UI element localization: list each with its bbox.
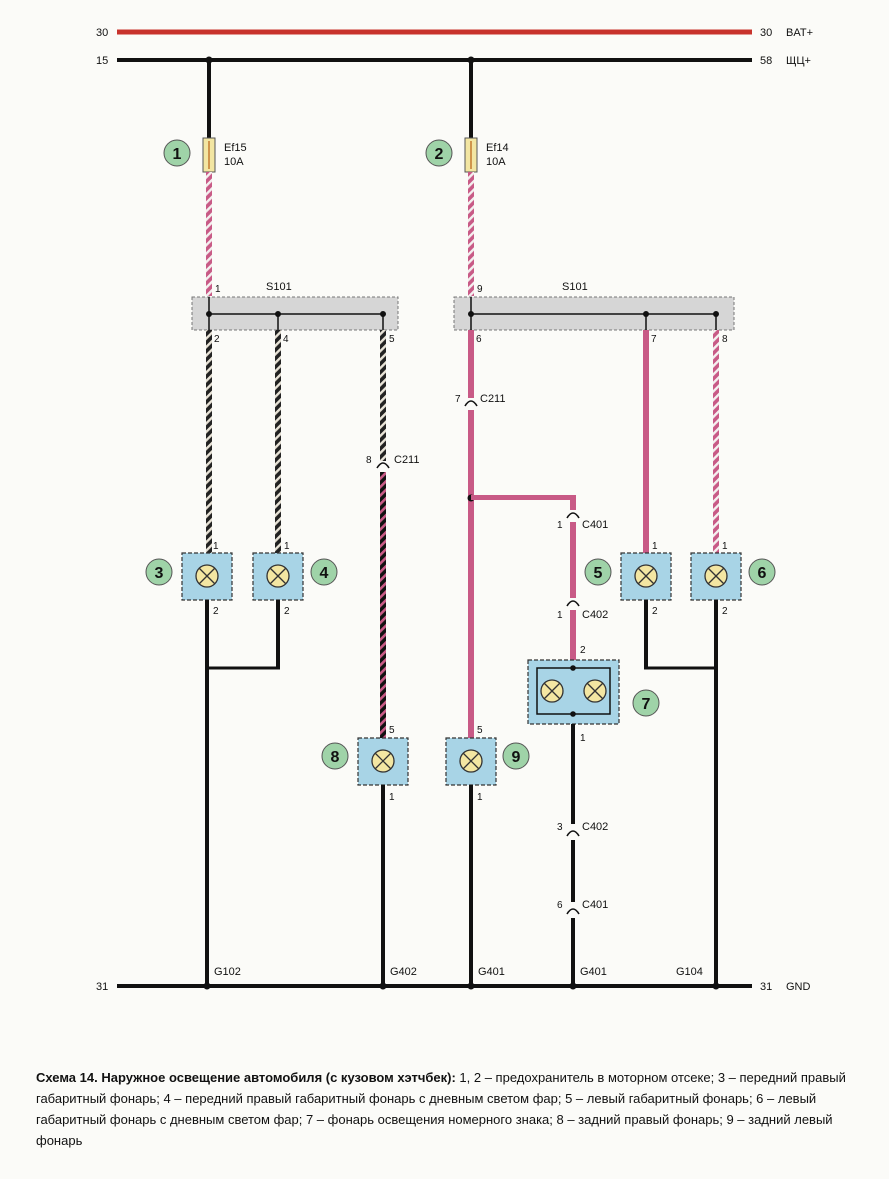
- svg-text:2: 2: [214, 334, 220, 345]
- lamp-6: 1 2 6: [690, 541, 776, 617]
- ground-labels: G102 G402 G401 G401 G104: [214, 966, 703, 978]
- svg-text:1: 1: [580, 733, 586, 744]
- svg-text:3: 3: [557, 822, 563, 833]
- gnd-rail-left-label: 31: [96, 981, 108, 993]
- svg-text:9: 9: [477, 284, 483, 295]
- svg-text:6: 6: [758, 565, 767, 582]
- ignition-rail: 15 58 ЩЦ+: [96, 55, 811, 67]
- svg-text:1: 1: [389, 792, 395, 803]
- svg-text:2: 2: [435, 146, 444, 163]
- svg-text:5: 5: [477, 725, 483, 736]
- svg-text:1: 1: [213, 541, 219, 552]
- caption-text: 1, 2 – предохранитель в моторном отсеке;…: [36, 1070, 846, 1148]
- c401-top-label: C401: [582, 519, 608, 531]
- callout-4: 4: [310, 558, 338, 586]
- svg-text:6: 6: [557, 900, 563, 911]
- svg-text:1: 1: [477, 792, 483, 803]
- ground-g104: G104: [676, 966, 703, 978]
- splice-right-name: S101: [562, 281, 588, 293]
- wires-right: 7 C211 1 C401 1 C402: [455, 330, 719, 738]
- fuse-ef15-name: Ef15: [224, 142, 247, 154]
- svg-text:9: 9: [512, 749, 521, 766]
- ign-rail-right-label: 58: [760, 55, 772, 67]
- fuse-ef15-rating: 10A: [224, 156, 244, 168]
- svg-text:1: 1: [557, 520, 563, 531]
- svg-text:4: 4: [283, 334, 289, 345]
- svg-text:2: 2: [652, 606, 658, 617]
- wires-left: 8 C211: [206, 330, 419, 738]
- svg-text:5: 5: [389, 725, 395, 736]
- svg-text:2: 2: [580, 645, 586, 656]
- svg-text:1: 1: [722, 541, 728, 552]
- c211-left-label: C211: [394, 454, 419, 466]
- callout-8: 8: [321, 742, 349, 770]
- svg-text:3: 3: [155, 565, 164, 582]
- callout-2: 2: [425, 139, 453, 167]
- ground-g401-b: G401: [580, 966, 607, 978]
- lamp-7: 2 1 7: [527, 645, 660, 744]
- gnd-rail-name: GND: [786, 981, 811, 993]
- callout-6: 6: [748, 558, 776, 586]
- fuse-ef14-rating: 10A: [486, 156, 506, 168]
- bat-rail: 30 30 BAT+: [96, 27, 813, 39]
- svg-text:1: 1: [173, 146, 182, 163]
- svg-text:4: 4: [320, 565, 329, 582]
- fuse-ef14-name: Ef14: [486, 142, 509, 154]
- svg-text:2: 2: [213, 606, 219, 617]
- svg-text:8: 8: [366, 455, 372, 466]
- wiring-diagram: 30 30 BAT+ 15 58 ЩЦ+ 31 31 GND Ef15 10A …: [96, 27, 813, 993]
- ign-rail-name: ЩЦ+: [786, 55, 811, 67]
- svg-text:5: 5: [389, 334, 395, 345]
- lamp-9: 5 1 9: [445, 725, 530, 803]
- left-fuse-branch: Ef15 10A 1: [163, 56, 247, 296]
- svg-text:5: 5: [594, 565, 603, 582]
- right-fuse-branch: Ef14 10A 2: [425, 56, 509, 296]
- svg-text:1: 1: [215, 284, 221, 295]
- gnd-rail-right-label: 31: [760, 981, 772, 993]
- callout-3: 3: [145, 558, 173, 586]
- svg-text:6: 6: [476, 334, 482, 345]
- callout-9: 9: [502, 742, 530, 770]
- lamp-3: 1 2 3: [145, 541, 233, 617]
- svg-text:1: 1: [284, 541, 290, 552]
- c211-right-label: C211: [480, 393, 505, 405]
- svg-text:8: 8: [722, 334, 728, 345]
- svg-text:7: 7: [651, 334, 657, 345]
- svg-text:1: 1: [557, 610, 563, 621]
- svg-text:2: 2: [722, 606, 728, 617]
- bat-rail-name: BAT+: [786, 27, 813, 39]
- ground-rail: 31 31 GND: [96, 981, 811, 993]
- diagram-caption: Схема 14. Наружное освещение автомобиля …: [36, 1067, 872, 1151]
- splice-left-name: S101: [266, 281, 292, 293]
- svg-text:8: 8: [331, 749, 340, 766]
- lamp-5: 1 2 5: [584, 541, 672, 617]
- c402-top-label: C402: [582, 609, 608, 621]
- ign-rail-left-label: 15: [96, 55, 108, 67]
- svg-text:1: 1: [652, 541, 658, 552]
- lamp-8: 5 1 8: [321, 725, 409, 803]
- svg-text:7: 7: [642, 696, 651, 713]
- svg-text:7: 7: [455, 394, 461, 405]
- bat-rail-left-label: 30: [96, 27, 108, 39]
- svg-text:2: 2: [284, 606, 290, 617]
- bat-rail-right-label: 30: [760, 27, 772, 39]
- ground-g402: G402: [390, 966, 417, 978]
- callout-1: 1: [163, 139, 191, 167]
- ground-g401-a: G401: [478, 966, 505, 978]
- c401-bottom-label: C401: [582, 899, 608, 911]
- callout-5: 5: [584, 558, 612, 586]
- ground-g102: G102: [214, 966, 241, 978]
- c402-bottom-label: C402: [582, 821, 608, 833]
- caption-title: Схема 14. Наружное освещение автомобиля …: [36, 1070, 456, 1085]
- lamp-4: 1 2 4: [252, 541, 338, 617]
- callout-7: 7: [632, 689, 660, 717]
- splice-s101-left: S101 1 2 4 5: [191, 281, 399, 345]
- ground-wires: 3 C402 6 C401: [203, 600, 720, 990]
- splice-s101-right: S101 9 6 7 8: [453, 281, 735, 345]
